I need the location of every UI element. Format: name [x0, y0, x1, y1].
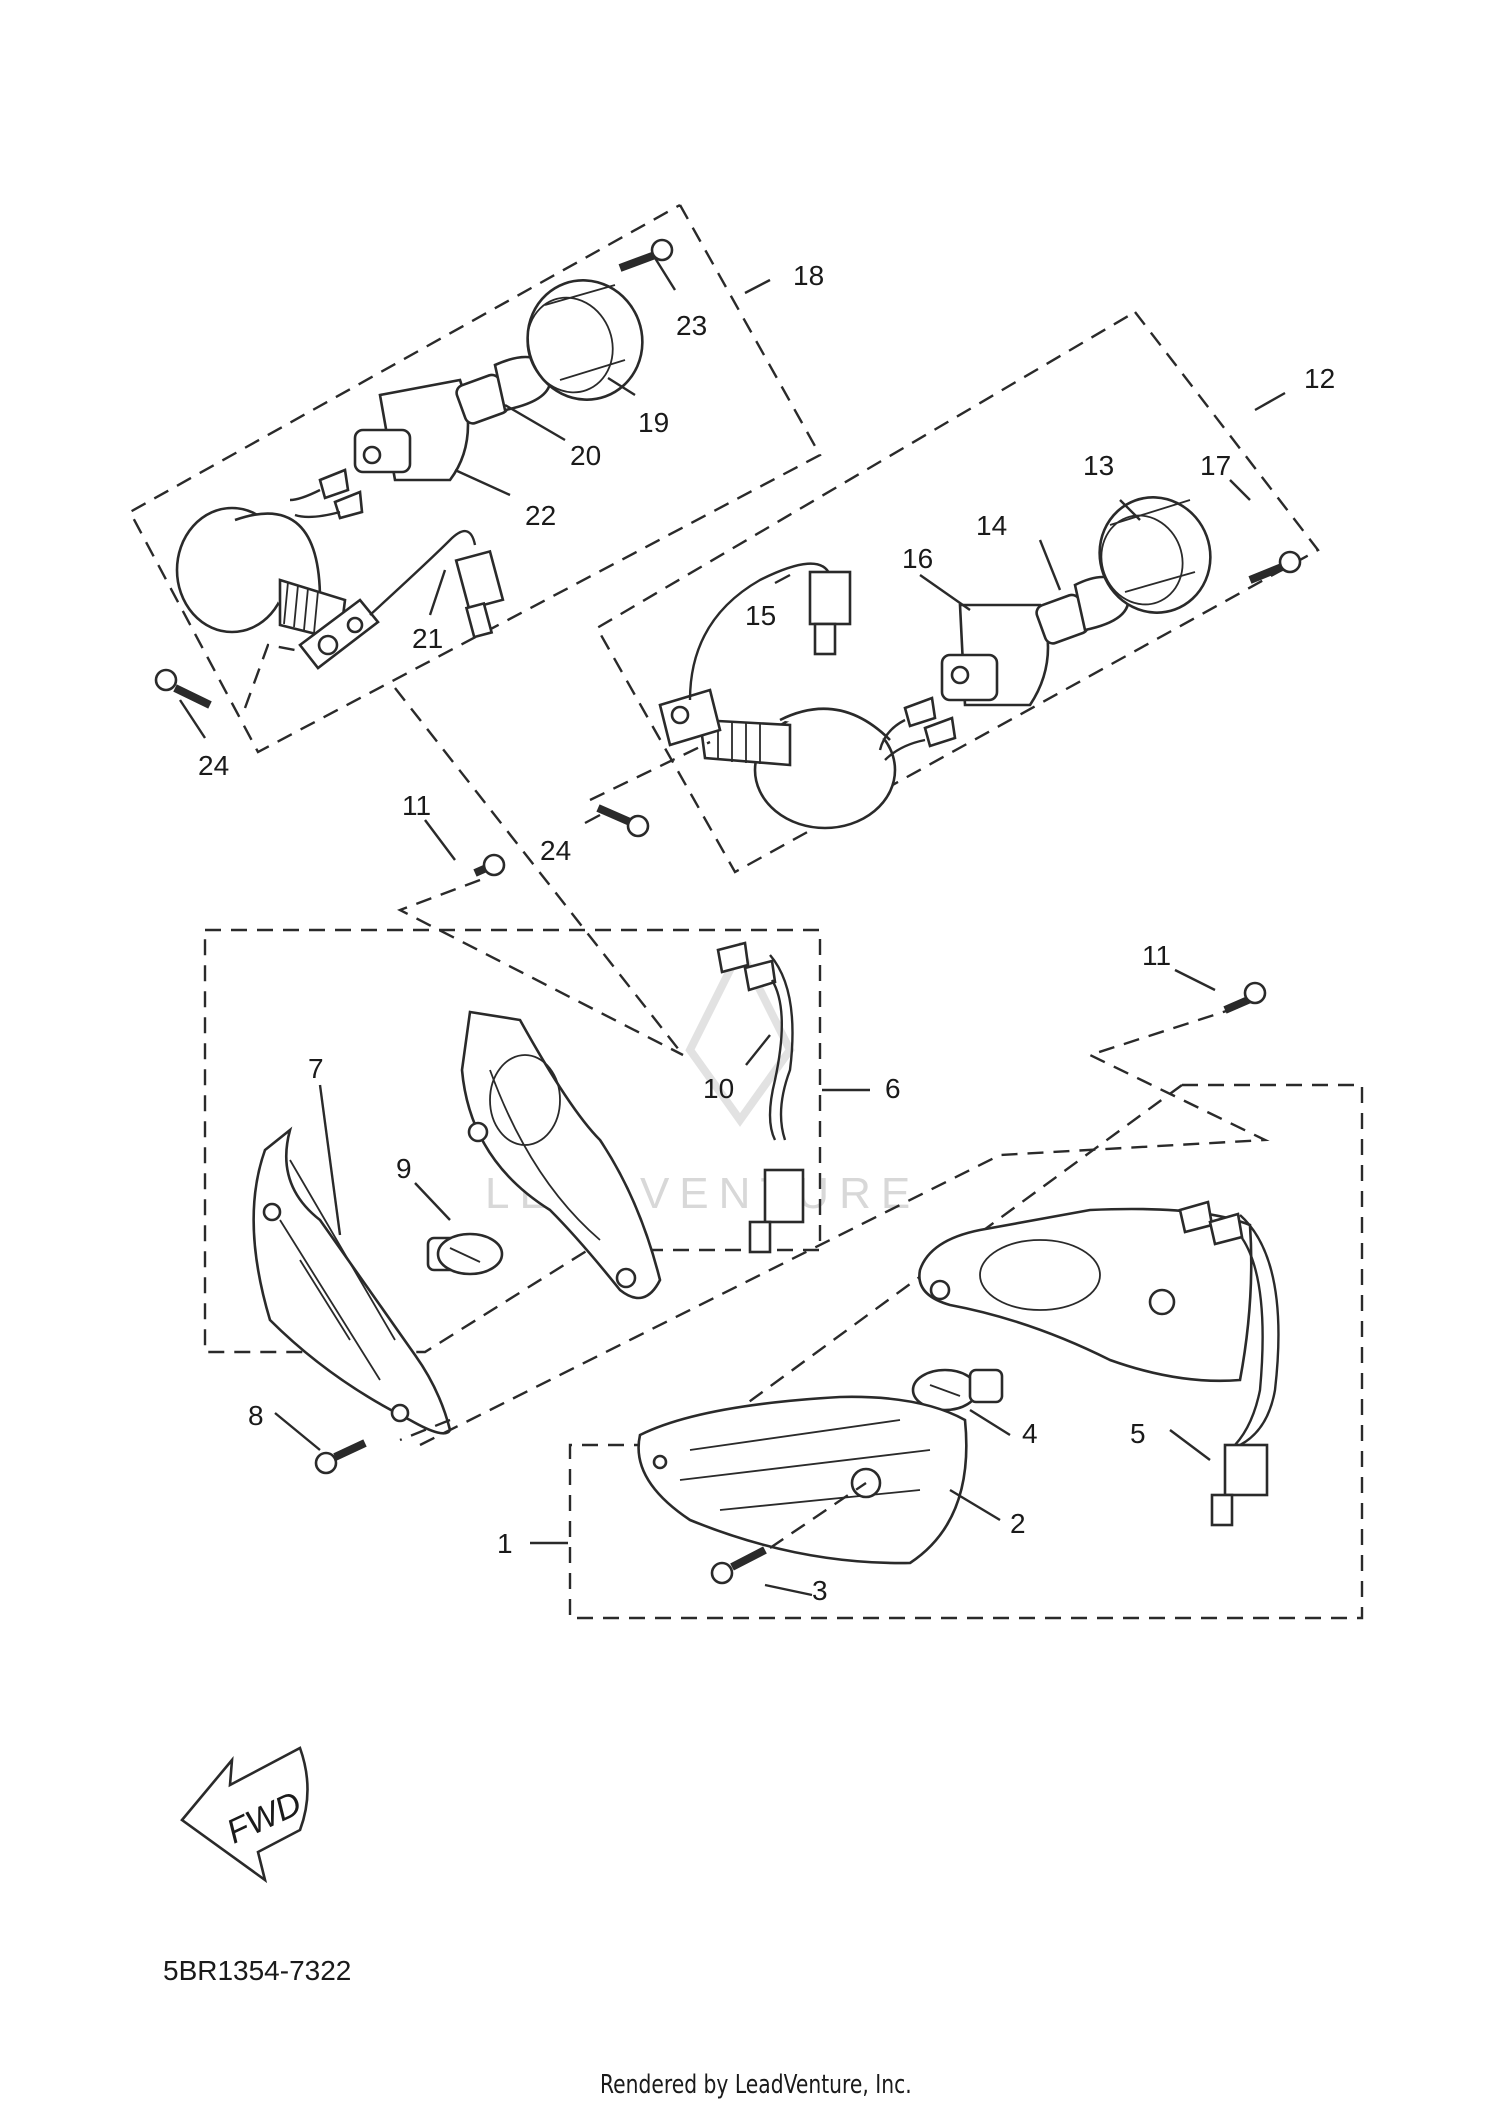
- mount-bracket-right: [658, 688, 722, 747]
- callout-8: 8: [248, 1400, 264, 1431]
- lens-ring-19: [526, 279, 644, 401]
- diagram-part-number: 5BR1354-7322: [163, 1955, 352, 1986]
- leader-lines: [178, 257, 1286, 1597]
- fwd-arrow: FWD: [180, 1746, 309, 1884]
- screw-24-right: [596, 804, 650, 838]
- callout-11-upper: 11: [402, 790, 431, 821]
- lens-ring-13: [1098, 496, 1212, 614]
- callout-19: 19: [638, 407, 669, 438]
- callout-10: 10: [703, 1073, 734, 1104]
- wire-10: [716, 941, 805, 1254]
- callout-2: 2: [1010, 1508, 1026, 1539]
- screw-23: [618, 238, 674, 272]
- wire-21: [369, 530, 477, 616]
- render-credit: Rendered by LeadVenture, Inc.: [600, 2070, 912, 2100]
- connector-10: [763, 1168, 805, 1224]
- callout-12: 12: [1304, 363, 1335, 394]
- bulb-4: [911, 1368, 1004, 1412]
- mount-bracket-left: [298, 598, 380, 670]
- screw-11-upper: [473, 853, 506, 877]
- callout-23: 23: [676, 310, 707, 341]
- callout-4: 4: [1022, 1418, 1038, 1449]
- callout-13: 13: [1083, 450, 1114, 481]
- callout-6: 6: [885, 1073, 901, 1104]
- screw-3: [710, 1546, 767, 1585]
- callout-11-right: 11: [1142, 940, 1171, 971]
- callout-20: 20: [570, 440, 601, 471]
- screw-17: [1248, 550, 1302, 584]
- callout-9: 9: [396, 1153, 412, 1184]
- wire-5: [1178, 1200, 1280, 1527]
- callout-14: 14: [976, 510, 1007, 541]
- callout-18: 18: [793, 260, 824, 291]
- lens-2: [637, 1395, 968, 1565]
- wire-15: [688, 562, 832, 701]
- screw-11-right: [1223, 981, 1267, 1014]
- callout-1: 1: [497, 1528, 513, 1559]
- callout-labels: 18 23 19 20 22 21 24 12 13 17 14 16 15 2…: [198, 260, 1335, 1606]
- assembly-6-front-left-signal: [203, 687, 822, 1475]
- assembly-1-front-right-signal: [419, 1003, 1364, 1620]
- connector-21: [454, 549, 505, 611]
- socket-16-body: [940, 653, 999, 702]
- callout-24-left: 24: [198, 750, 229, 781]
- callout-21: 21: [412, 623, 443, 654]
- callout-15: 15: [745, 600, 776, 631]
- bulb-9: [426, 1232, 504, 1276]
- assembly-18-boundary: [128, 203, 822, 754]
- screw-8: [314, 1439, 367, 1475]
- callout-22: 22: [525, 500, 556, 531]
- assembly-12-rear-right-signal: [589, 310, 1320, 874]
- connector-15: [808, 570, 852, 626]
- callout-5: 5: [1130, 1418, 1146, 1449]
- front-signal-housing-left: [460, 1010, 662, 1300]
- assembly-12-boundary: [595, 310, 1320, 874]
- callout-3: 3: [812, 1575, 828, 1606]
- socket-22-body: [353, 428, 412, 474]
- assembly-18-rear-left-signal: [128, 203, 822, 754]
- callout-17: 17: [1200, 450, 1231, 481]
- front-signal-housing-right: [918, 1207, 1253, 1383]
- stalk-right: [698, 718, 792, 767]
- callout-7: 7: [308, 1053, 324, 1084]
- callout-24-right: 24: [540, 835, 571, 866]
- lens-7: [252, 1126, 452, 1435]
- callout-16: 16: [902, 543, 933, 574]
- connector-5: [1223, 1443, 1269, 1497]
- screw-24-left: [154, 668, 212, 709]
